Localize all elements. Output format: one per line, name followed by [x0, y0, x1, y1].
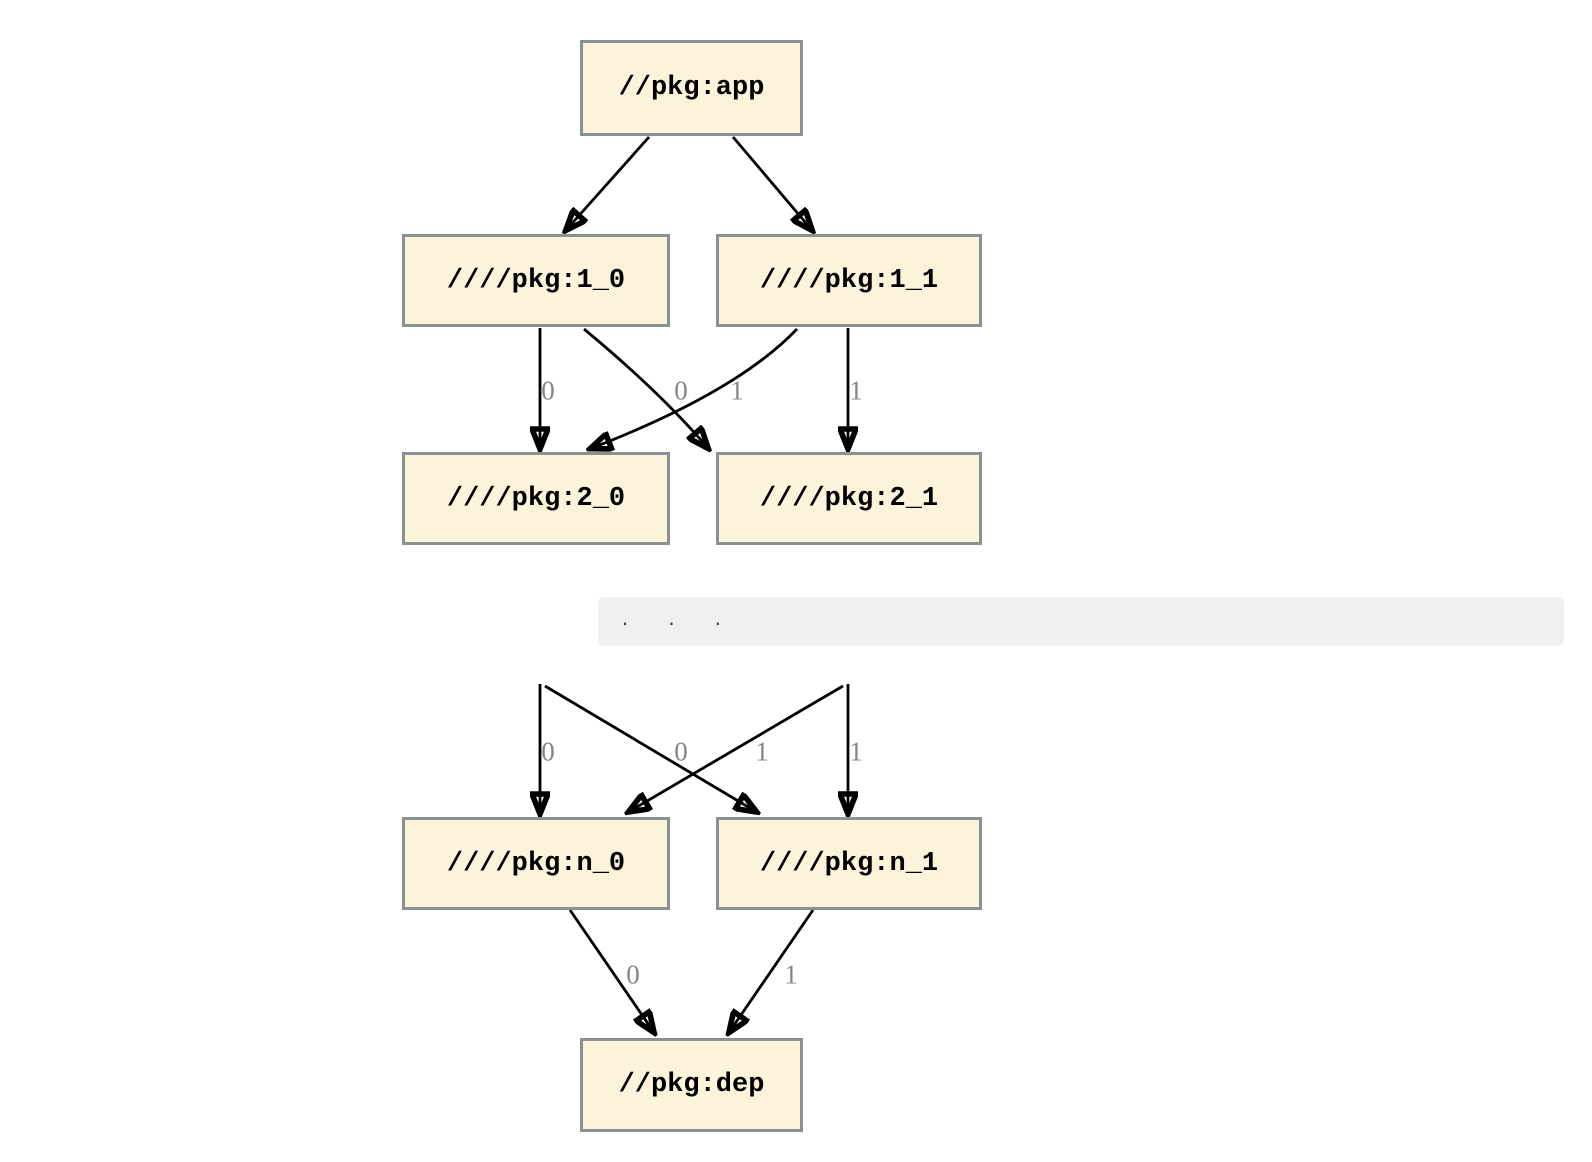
node-pkg-1_0: ////pkg:1_0 — [402, 234, 670, 327]
edge-label: 0 — [674, 375, 688, 406]
edge-n_0-to-dep — [568, 909, 653, 1031]
edge-label: 1 — [784, 959, 798, 990]
ellipsis-code-block: . . . — [598, 597, 1564, 646]
node-label: ////pkg:n_0 — [446, 848, 626, 879]
node-label: ////pkg:1_1 — [759, 265, 939, 296]
edge-app-to-1_1 — [731, 136, 811, 229]
node-label: ////pkg:2_1 — [759, 483, 939, 514]
edge-label: 0 — [541, 736, 555, 767]
node-pkg-n_0: ////pkg:n_0 — [402, 817, 670, 910]
edge-label: 1 — [849, 736, 863, 767]
edge-label: 0 — [674, 736, 688, 767]
node-pkg-2_1: ////pkg:2_1 — [716, 452, 982, 545]
edge-n_1-to-dep — [730, 909, 815, 1031]
edge-label: 0 — [541, 375, 555, 406]
node-label: ////pkg:1_0 — [446, 265, 626, 296]
node-label: //pkg:dep — [618, 1070, 765, 1100]
node-pkg-app: //pkg:app — [580, 40, 803, 136]
node-pkg-1_1: ////pkg:1_1 — [716, 234, 982, 327]
edge-1_0-to-2_1 — [583, 327, 707, 447]
edge-prev-to-n_0-cross — [630, 684, 844, 811]
ellipsis-text: . . . — [620, 612, 724, 631]
node-label: ////pkg:2_0 — [446, 483, 626, 514]
node-label: //pkg:app — [618, 73, 765, 103]
edge-label: 1 — [849, 375, 863, 406]
edge-app-to-1_0 — [567, 136, 651, 229]
edge-1_1-to-2_0 — [592, 328, 799, 448]
node-pkg-n_1: ////pkg:n_1 — [716, 817, 982, 910]
edge-label: 1 — [730, 375, 744, 406]
edge-label: 1 — [755, 736, 769, 767]
node-pkg-dep: //pkg:dep — [580, 1038, 803, 1132]
edge-prev-to-n_1-cross — [544, 684, 755, 811]
node-label: ////pkg:n_1 — [759, 848, 939, 879]
node-pkg-2_0: ////pkg:2_0 — [402, 452, 670, 545]
edge-label: 0 — [626, 959, 640, 990]
